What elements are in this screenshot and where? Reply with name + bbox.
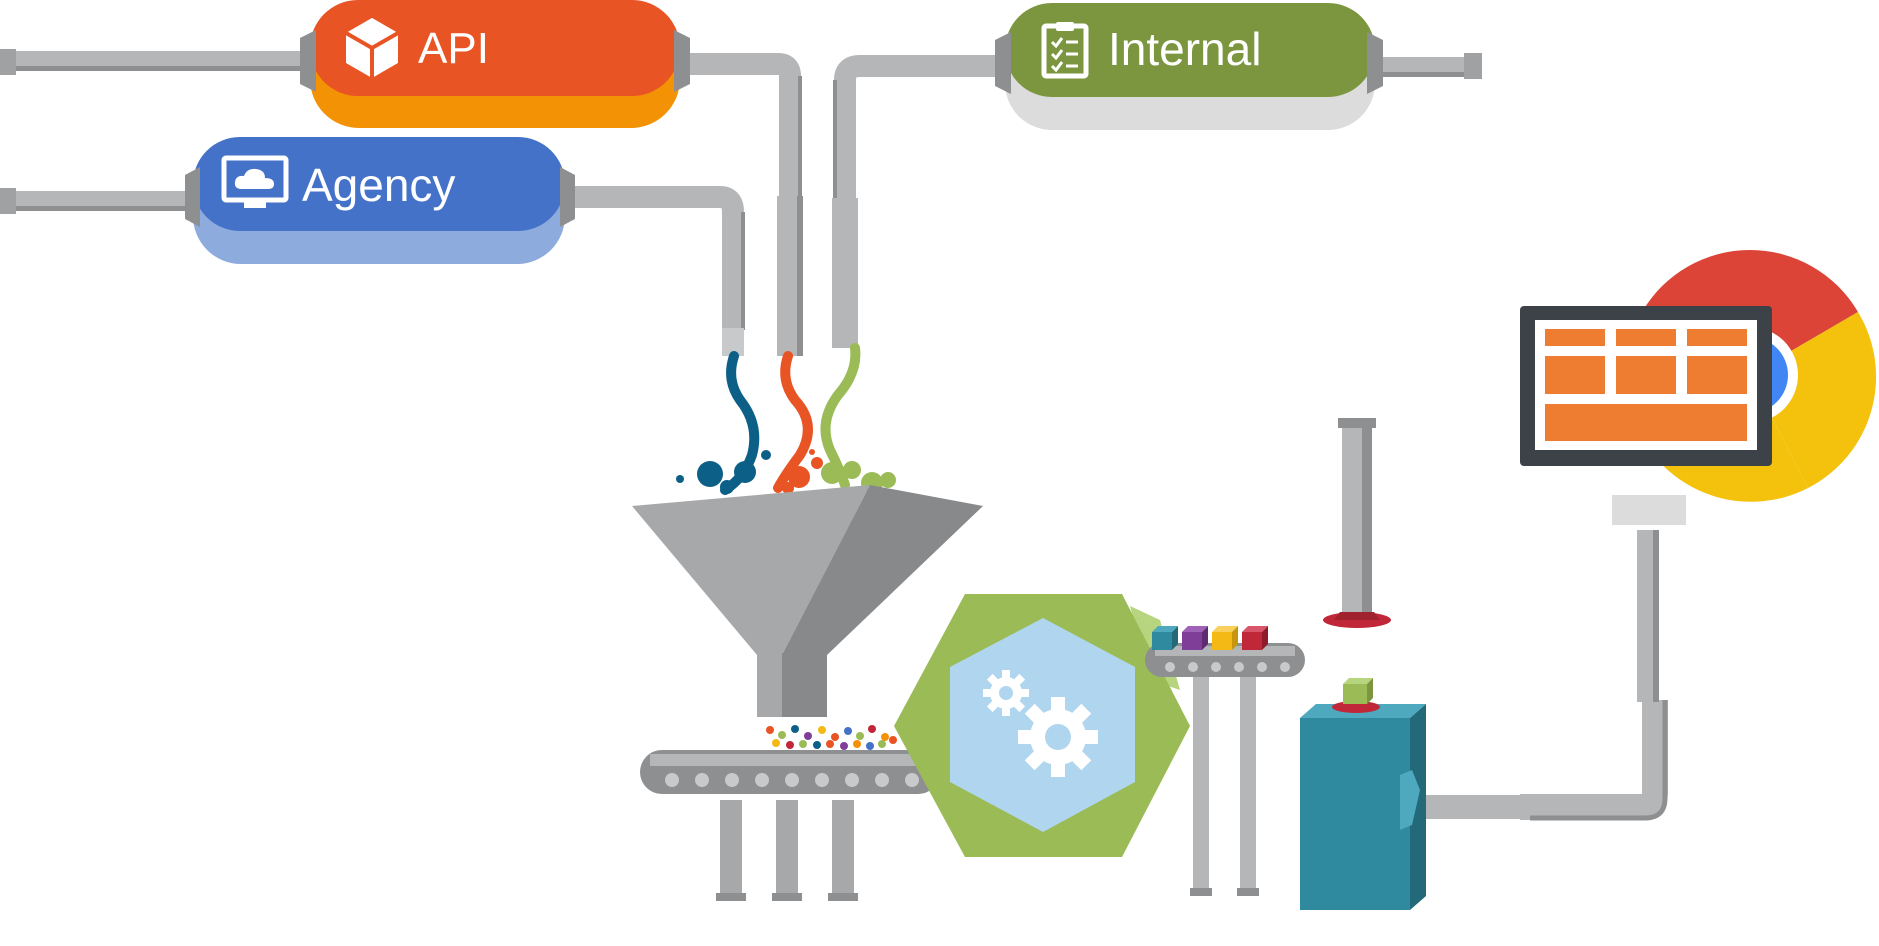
mixed-data-confetti	[766, 725, 897, 750]
agency-inlet-pipe	[0, 188, 195, 214]
dashboard-tiles	[1545, 329, 1747, 441]
cube-icon	[345, 18, 399, 78]
data-block-yellow	[1212, 626, 1238, 650]
api-capsule	[310, 0, 680, 96]
output-to-monitor-pipe	[1410, 495, 1686, 821]
stream-droplets	[676, 449, 896, 494]
gear-icon-large	[1018, 697, 1098, 777]
data-streams	[676, 343, 896, 495]
api-to-funnel-pipe	[690, 53, 803, 356]
gear-icon-small	[983, 670, 1029, 716]
source-internal: Internal	[995, 3, 1383, 130]
output-machine	[1300, 678, 1426, 910]
data-block-purple	[1182, 626, 1208, 650]
api-stream	[773, 351, 813, 493]
agency-label: Agency	[302, 159, 455, 211]
processing-hexagon	[894, 594, 1190, 857]
pipes	[0, 49, 1686, 821]
funnel-right-face	[782, 485, 983, 655]
output-conveyor	[1145, 626, 1305, 896]
data-block-teal	[1152, 626, 1178, 650]
internal-label: Internal	[1108, 23, 1261, 75]
source-agency: Agency	[185, 137, 575, 264]
funnel-left-face	[632, 485, 870, 655]
data-block-green	[1343, 678, 1373, 704]
funnel	[632, 485, 983, 717]
cloud-monitor-icon	[221, 155, 289, 208]
internal-to-funnel-pipe	[832, 55, 1000, 348]
source-api: API	[300, 0, 690, 128]
data-block-red	[1242, 626, 1268, 650]
clipboard-checklist-icon	[1041, 22, 1089, 79]
internal-outlet-pipe	[1370, 53, 1482, 79]
internal-capsule	[1005, 3, 1375, 97]
dashboard-monitor	[1520, 306, 1772, 466]
input-conveyor	[640, 750, 940, 901]
api-inlet-pipe	[0, 49, 305, 75]
press-plunger	[1323, 418, 1391, 628]
agency-to-funnel-pipe	[575, 186, 745, 356]
api-label: API	[418, 24, 489, 73]
